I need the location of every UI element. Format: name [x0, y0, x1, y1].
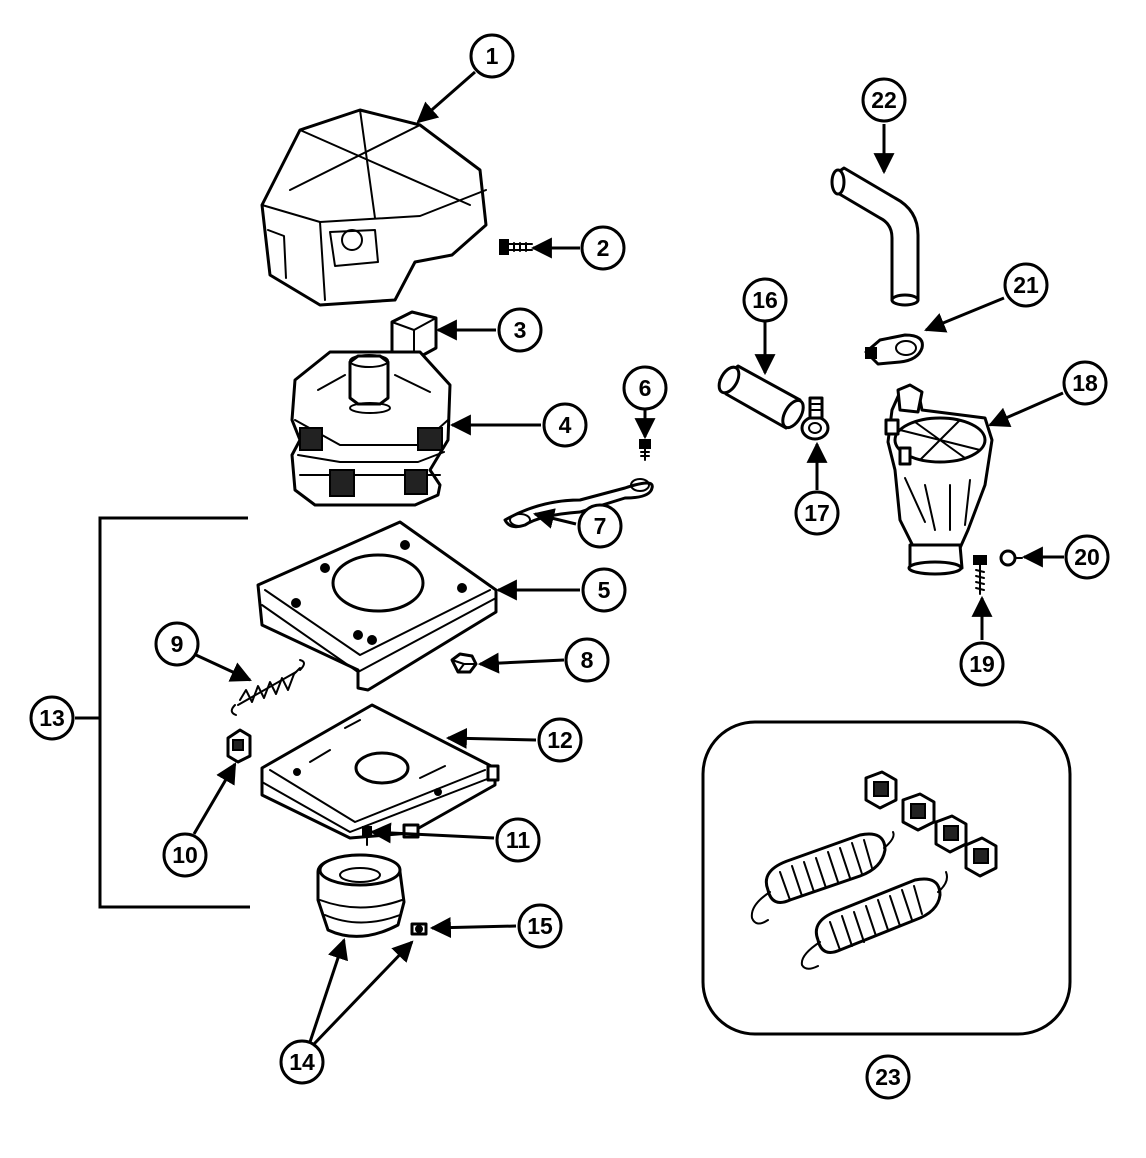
leader-21 — [924, 296, 1005, 333]
callout-label: 22 — [871, 87, 897, 113]
callout-5: 5 — [581, 567, 627, 613]
leader-11 — [369, 822, 495, 844]
kit-clip — [964, 836, 998, 878]
callout-21: 21 — [1003, 262, 1049, 308]
callout-11: 11 — [495, 817, 541, 863]
callout-1: 1 — [469, 33, 515, 79]
callout-label: 20 — [1074, 544, 1100, 570]
spring-kit-box — [701, 720, 1072, 1036]
callout-8: 8 — [564, 637, 610, 683]
hose-clamp-21 — [864, 333, 924, 366]
leader-12 — [445, 727, 537, 749]
screw-6 — [639, 439, 651, 461]
leader-9 — [195, 653, 252, 682]
callout-14: 14 — [279, 1039, 325, 1085]
callout-23: 23 — [865, 1054, 911, 1100]
leader-15 — [429, 917, 517, 939]
callout-3: 3 — [497, 307, 543, 353]
leader-18 — [988, 391, 1064, 428]
drain-motor — [290, 350, 452, 507]
callout-label: 7 — [594, 513, 607, 539]
callout-12: 12 — [537, 717, 583, 763]
kit-spring — [750, 831, 895, 925]
spring-9 — [230, 659, 305, 716]
clip-10 — [226, 728, 252, 764]
hex-nut — [450, 652, 478, 674]
callout-label: 19 — [969, 651, 995, 677]
hose-piece — [717, 364, 805, 430]
kit-clip — [901, 792, 936, 832]
callout-20: 20 — [1064, 534, 1110, 580]
group-bracket-13 — [75, 516, 250, 909]
drain-hose — [830, 166, 920, 307]
leader-lines — [192, 70, 1064, 1046]
callout-label: 10 — [172, 842, 198, 868]
callout-label: 9 — [171, 631, 184, 657]
callout-7: 7 — [577, 503, 623, 549]
callout-16: 16 — [742, 277, 788, 323]
callout-label: 4 — [559, 412, 572, 438]
leader-10 — [192, 762, 237, 835]
callout-label: 23 — [875, 1064, 901, 1090]
callout-label: 15 — [527, 913, 553, 939]
callout-label: 8 — [581, 647, 594, 673]
callout-19: 19 — [959, 641, 1005, 687]
screw-11 — [362, 826, 372, 846]
callout-label: 21 — [1013, 272, 1039, 298]
callout-10: 10 — [162, 832, 208, 878]
callout-9: 9 — [154, 621, 200, 667]
leader-14a — [308, 938, 348, 1043]
kit-clip — [934, 814, 968, 854]
callout-label: 11 — [506, 827, 531, 853]
callout-4: 4 — [542, 402, 588, 448]
screw-19 — [973, 555, 987, 595]
callout-label: 12 — [547, 727, 573, 753]
callout-22: 22 — [861, 77, 907, 123]
callout-13: 13 — [29, 695, 75, 741]
pulley-cup — [316, 853, 406, 938]
callout-18: 18 — [1062, 360, 1108, 406]
kit-clip — [864, 770, 898, 810]
mounting-bracket — [256, 520, 498, 692]
set-screw — [410, 922, 428, 936]
callout-label: 3 — [514, 317, 527, 343]
screw-20 — [999, 549, 1023, 567]
hose-clamp-17 — [800, 396, 830, 441]
callout-2: 2 — [580, 225, 626, 271]
callout-label: 6 — [639, 375, 652, 401]
screw-2 — [499, 239, 533, 255]
callout-label: 14 — [289, 1049, 315, 1075]
callout-label: 16 — [752, 287, 778, 313]
callout-label: 1 — [486, 43, 499, 69]
callout-label: 5 — [598, 577, 611, 603]
callout-6: 6 — [622, 365, 668, 411]
drain-pump — [884, 383, 994, 576]
leader-7 — [532, 508, 577, 529]
callout-label: 13 — [39, 705, 65, 731]
callout-label: 2 — [597, 235, 610, 261]
kit-spring — [800, 871, 948, 970]
leader-14b — [312, 940, 414, 1046]
callout-15: 15 — [517, 903, 563, 949]
callout-label: 17 — [804, 500, 830, 526]
callout-17: 17 — [794, 490, 840, 536]
leader-8 — [477, 652, 565, 674]
callout-label: 18 — [1072, 370, 1098, 396]
leader-1 — [416, 70, 476, 124]
motor-cover — [260, 108, 488, 307]
base-plate — [260, 703, 500, 840]
